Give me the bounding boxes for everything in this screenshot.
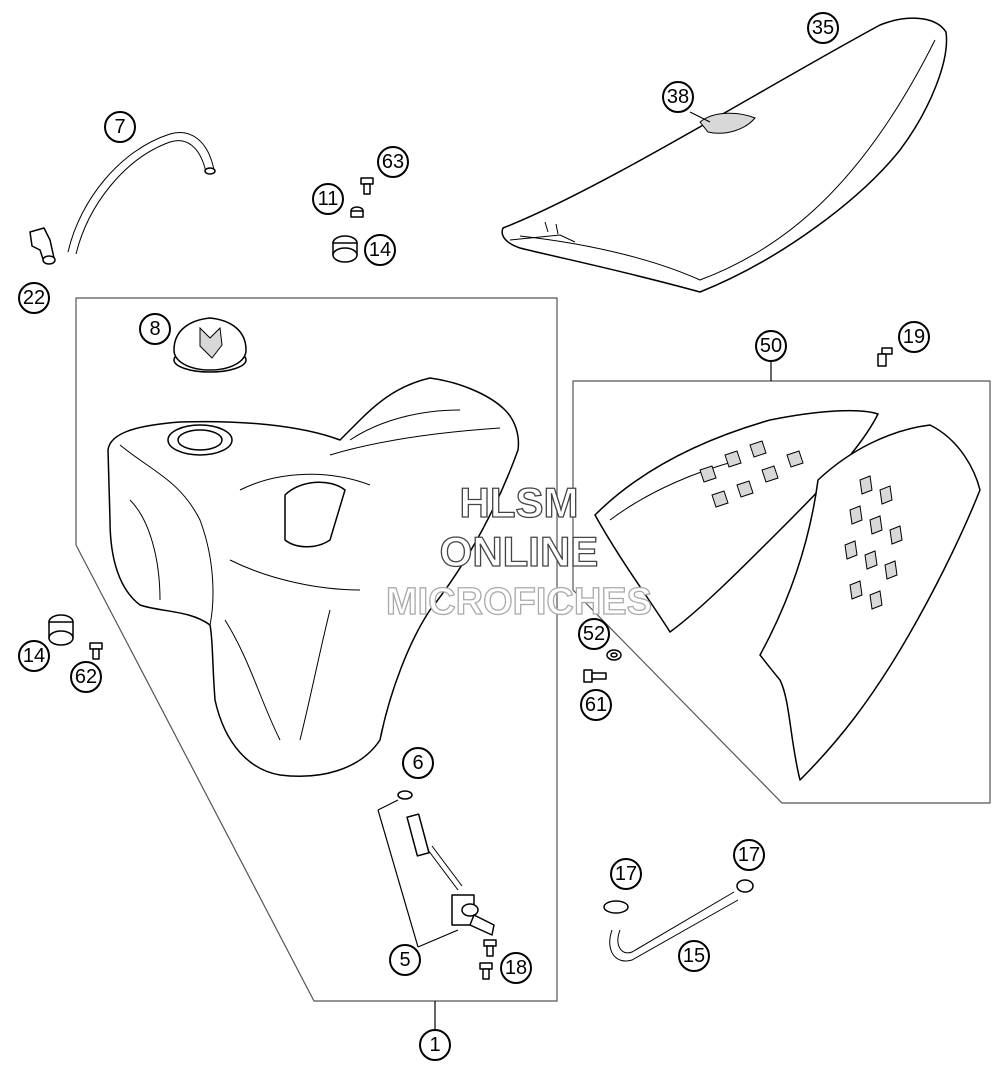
svg-text:6: 6 xyxy=(412,752,423,774)
svg-text:7: 7 xyxy=(114,116,125,138)
spoiler-right xyxy=(759,424,981,781)
hose-elbow xyxy=(29,227,56,265)
svg-text:14: 14 xyxy=(23,645,45,667)
svg-text:61: 61 xyxy=(585,694,607,716)
washer-52 xyxy=(606,649,622,661)
svg-text:5: 5 xyxy=(399,949,410,971)
callout-17-left: 17 xyxy=(610,858,642,890)
watermark-line-2: ONLINE xyxy=(440,528,599,575)
callout-19: 19 xyxy=(898,321,930,353)
screw-19 xyxy=(877,347,893,367)
callout-15: 15 xyxy=(678,940,710,972)
callout-5: 5 xyxy=(389,944,421,976)
callout-38: 38 xyxy=(662,81,694,113)
callout-52: 52 xyxy=(578,618,610,650)
breather-hose xyxy=(67,132,216,255)
callout-22: 22 xyxy=(18,282,50,314)
spacer-14-top xyxy=(332,235,358,263)
fuel-cap xyxy=(173,317,247,373)
screw-63 xyxy=(360,177,374,195)
svg-text:14: 14 xyxy=(369,239,391,261)
callout-50: 50 xyxy=(755,330,787,362)
screw-61 xyxy=(583,669,607,683)
callout-11: 11 xyxy=(312,183,344,215)
fuel-tap xyxy=(406,813,495,936)
callout-7: 7 xyxy=(104,111,136,143)
callout-61: 61 xyxy=(580,689,612,721)
svg-text:52: 52 xyxy=(583,623,605,645)
seat xyxy=(501,17,948,293)
fuel-tank xyxy=(107,377,520,777)
washer-11 xyxy=(350,206,364,218)
watermark-line-1: HLSM xyxy=(460,479,579,526)
spoiler-assembly-frame xyxy=(572,380,991,804)
callout-63: 63 xyxy=(377,146,409,178)
callout-8: 8 xyxy=(139,313,171,345)
screw-18-upper xyxy=(483,939,497,957)
svg-text:38: 38 xyxy=(667,86,689,108)
spacer-14-left xyxy=(48,614,74,646)
svg-text:35: 35 xyxy=(812,17,834,39)
screw-62 xyxy=(89,642,103,660)
svg-text:17: 17 xyxy=(738,844,760,866)
svg-text:11: 11 xyxy=(318,188,339,210)
screw-18-lower xyxy=(479,962,493,980)
hose-clamp-left xyxy=(603,900,629,914)
svg-text:19: 19 xyxy=(903,326,925,348)
svg-text:1: 1 xyxy=(429,1034,440,1056)
callout-62: 62 xyxy=(70,661,102,693)
svg-text:22: 22 xyxy=(23,287,45,309)
svg-text:18: 18 xyxy=(505,957,527,979)
svg-text:62: 62 xyxy=(75,666,97,688)
fuel-hose xyxy=(609,891,739,962)
o-ring-6 xyxy=(397,790,413,800)
leader-lines xyxy=(377,111,772,1030)
hose-clamp-right xyxy=(736,879,754,893)
watermark-line-3: MICROFICHES xyxy=(386,581,652,623)
callout-35: 35 xyxy=(807,12,839,44)
callout-1: 1 xyxy=(419,1029,451,1061)
svg-text:15: 15 xyxy=(683,945,705,967)
svg-text:50: 50 xyxy=(760,335,782,357)
svg-text:8: 8 xyxy=(149,318,160,340)
callout-14-top: 14 xyxy=(364,234,396,266)
watermark: HLSM ONLINE MICROFICHES xyxy=(385,478,652,623)
callout-17-right: 17 xyxy=(733,839,765,871)
svg-text:17: 17 xyxy=(615,863,637,885)
callout-6: 6 xyxy=(402,747,434,779)
svg-text:63: 63 xyxy=(382,151,404,173)
callout-14-left: 14 xyxy=(18,640,50,672)
callout-18: 18 xyxy=(500,952,532,984)
